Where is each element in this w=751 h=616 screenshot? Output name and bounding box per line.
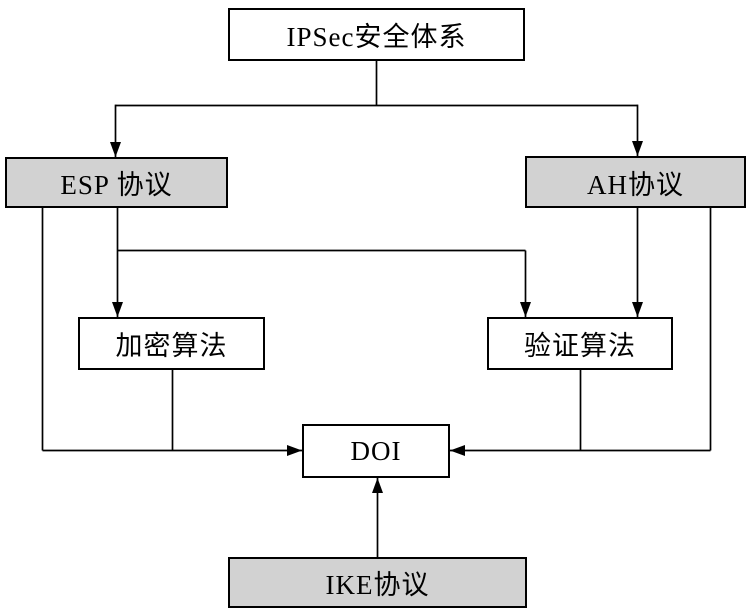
node-verification-algorithm: 验证算法 [487, 317, 673, 370]
node-encryption-algorithm: 加密算法 [78, 317, 265, 370]
node-esp-protocol-label: ESP 协议 [60, 170, 173, 200]
node-encryption-algorithm-label: 加密算法 [115, 331, 228, 361]
node-ipsec-system-label: IPSec安全体系 [286, 22, 467, 52]
node-ipsec-system: IPSec安全体系 [228, 8, 525, 61]
node-ike-protocol-label: IKE协议 [325, 570, 430, 600]
node-ah-protocol-label: AH协议 [587, 169, 684, 200]
node-doi: DOI [302, 424, 450, 478]
node-esp-protocol: ESP 协议 [5, 157, 228, 208]
node-doi-label: DOI [350, 435, 402, 466]
node-verification-algorithm-label: 验证算法 [524, 331, 636, 361]
node-ah-protocol: AH协议 [525, 156, 746, 208]
node-ike-protocol: IKE协议 [228, 557, 527, 608]
